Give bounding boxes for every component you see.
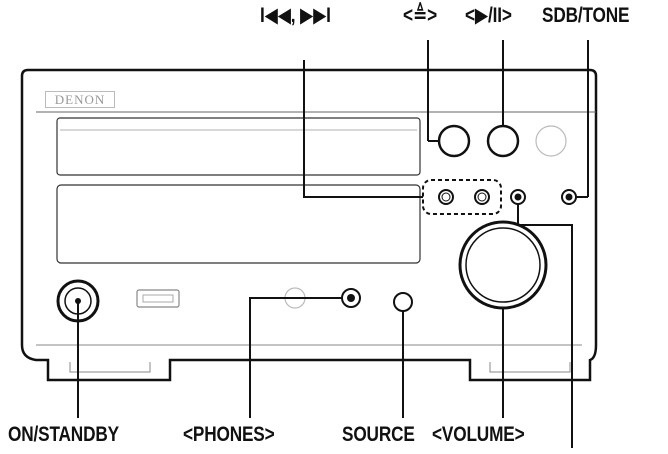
- skip-forward-button-inner: [477, 192, 487, 202]
- volume-label: <VOLUME>: [432, 423, 525, 446]
- phones-label: <PHONES>: [183, 423, 275, 446]
- eject-label: <≜>: [403, 4, 438, 27]
- skip-buttons-highlight: [422, 179, 502, 215]
- source-label: SOURCE: [342, 423, 415, 446]
- skip-forward-button[interactable]: [474, 189, 490, 205]
- usb-port-slot: [142, 294, 174, 303]
- timer-leader-line: [517, 204, 573, 448]
- device-body: [20, 68, 598, 345]
- sdb-tone-label: SDB/TONE: [542, 4, 630, 27]
- foot-right: [489, 362, 571, 373]
- disc-slot: [56, 117, 421, 176]
- sdb-tone-button-inner: [565, 193, 573, 201]
- play-pause-label: <▶/II>: [465, 4, 512, 27]
- usb-port: [136, 289, 180, 308]
- volume-knob[interactable]: [458, 220, 548, 310]
- foot-left: [69, 362, 151, 373]
- device-base: [20, 344, 598, 382]
- skip-back-button[interactable]: [438, 189, 454, 205]
- skip-leader-line: [303, 60, 423, 198]
- skip-label: I◀◀, ▶▶I: [260, 4, 331, 27]
- phones-jack-inner: [347, 294, 355, 302]
- spare-button: [535, 125, 567, 157]
- small-button-inner: [514, 193, 522, 201]
- phones-leader-line: [249, 297, 342, 418]
- brand-logo: DENON: [45, 91, 115, 108]
- play-pause-button[interactable]: [486, 124, 520, 158]
- on-standby-label: ON/STANDBY: [8, 423, 119, 446]
- volume-knob-inner: [465, 227, 541, 303]
- source-button[interactable]: [393, 292, 413, 312]
- skip-back-button-inner: [441, 192, 451, 202]
- eject-button[interactable]: [437, 124, 471, 158]
- display-window: [56, 184, 421, 264]
